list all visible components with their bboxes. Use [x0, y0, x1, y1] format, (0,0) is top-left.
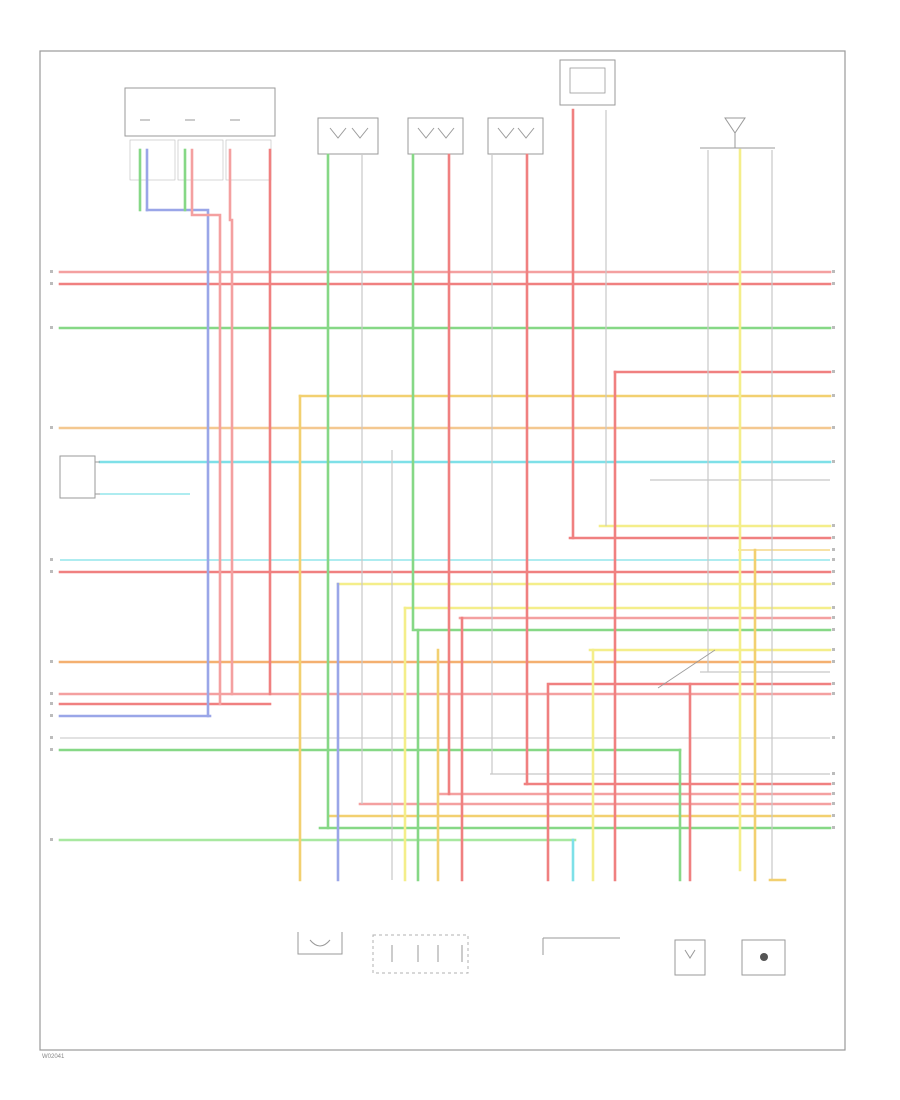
heated-oxygen-sensor: [700, 117, 775, 149]
camshaft-position-sensor: [297, 932, 343, 955]
fuel-injector-2: [407, 117, 464, 155]
fuel-injector-1: [317, 117, 379, 155]
wire-risers: [138, 108, 787, 882]
shielded-module: [59, 455, 100, 499]
leader-line: [657, 649, 716, 689]
fuel-rail-pressure-sensor: [542, 937, 620, 955]
pcm-connector: [124, 87, 276, 181]
knock-sensor: [741, 939, 786, 976]
fuel-injector-3: [487, 117, 544, 155]
wire-bus: [58, 270, 832, 842]
diagram-frame: [39, 50, 846, 1051]
reference-code: W02041: [42, 1054, 65, 1060]
intake-air-temp-sensor: [674, 939, 706, 976]
edge-ticks: [50, 270, 835, 841]
transmission-sensor: [559, 59, 616, 106]
throttle-position-sensor: [372, 934, 469, 974]
